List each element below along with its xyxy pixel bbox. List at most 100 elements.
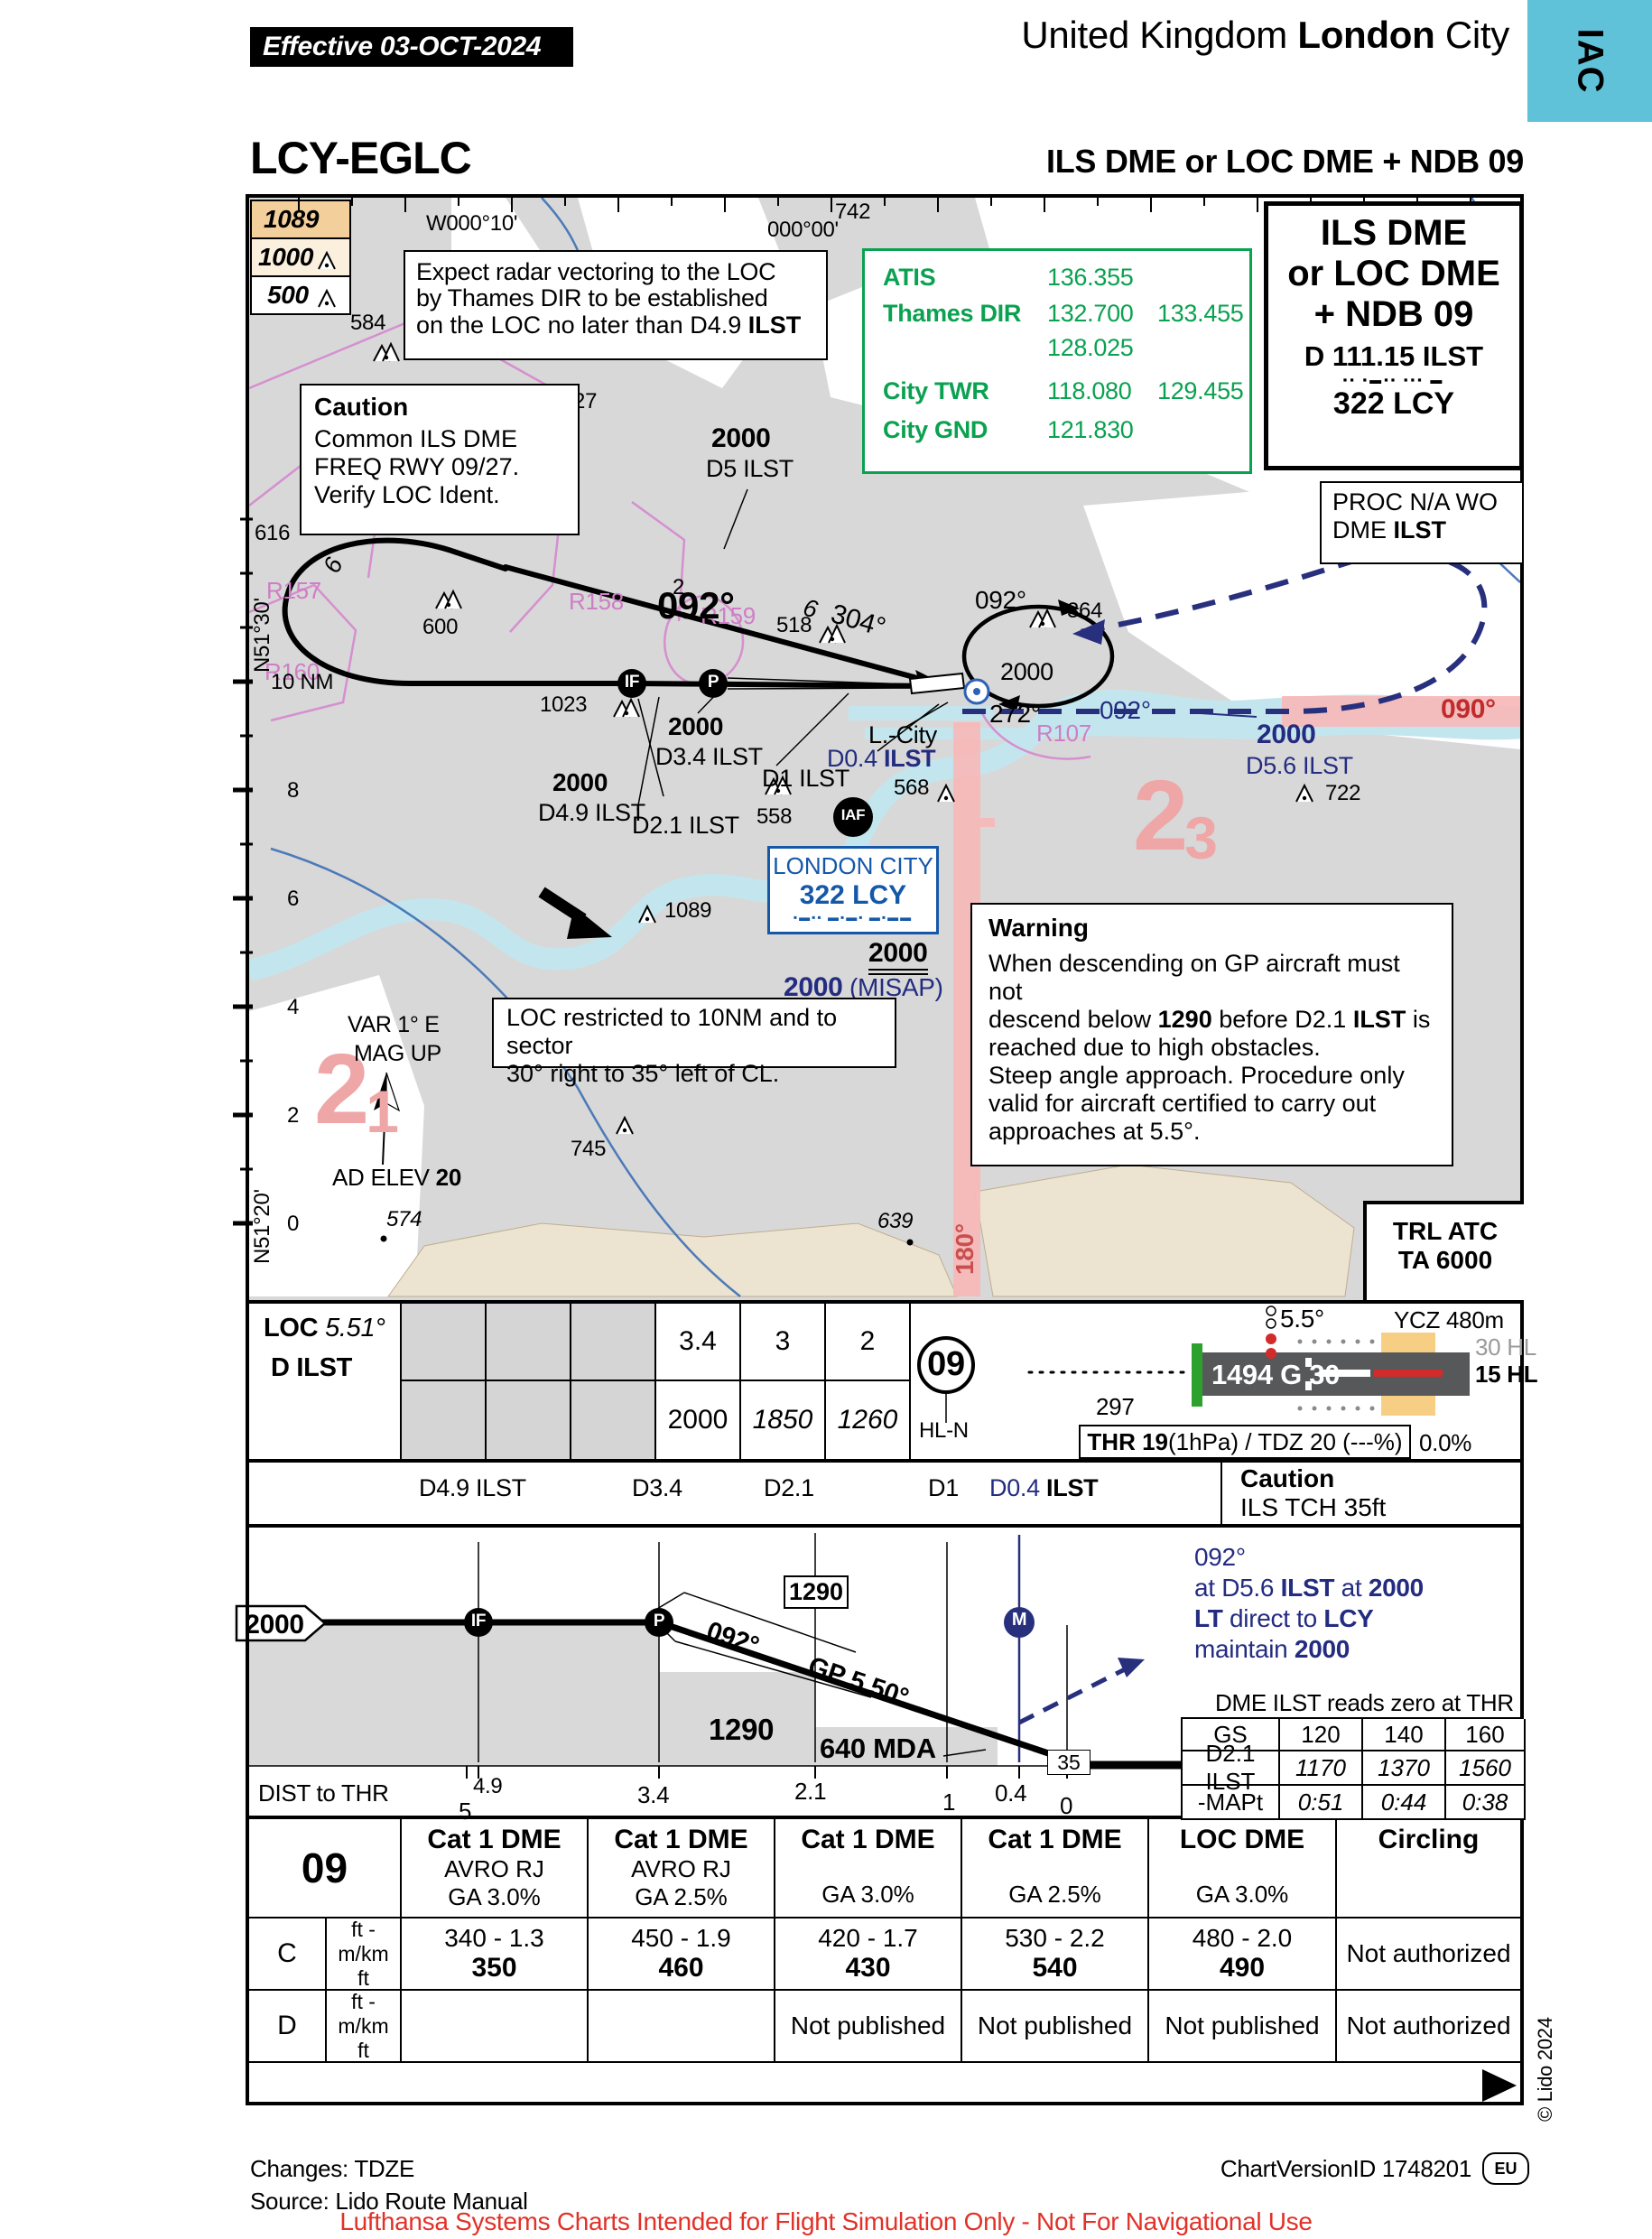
minima-c-unit2: ft	[357, 1965, 369, 1990]
trl-line1: TRL ATC	[1392, 1217, 1499, 1245]
ad-elev-value: 20	[435, 1164, 462, 1191]
dist-to-thr-label: DIST to THR	[258, 1779, 389, 1807]
loc-cell-grey	[402, 1381, 487, 1459]
tdz-value: (1hPa) / TDZ 20 (---%)	[1168, 1427, 1403, 1455]
caution-line2: FREQ RWY 09/27.	[314, 453, 520, 480]
alt-d49: 2000	[552, 768, 608, 796]
ma-n2a: at D5.6	[1194, 1574, 1281, 1603]
dme-gs: GS	[1213, 1720, 1248, 1748]
warning-l2c: before D2.1	[1211, 1006, 1353, 1033]
loc-label: LOC	[264, 1314, 326, 1342]
hl-n-label: HL-N	[919, 1418, 969, 1443]
changes-note: Changes: TDZE	[250, 2155, 415, 2182]
dist-2: 2	[673, 575, 685, 599]
minima-col-cat1-25: Cat 1 DME GA 2.5%	[962, 1819, 1149, 1918]
airspace-r159: R159	[701, 602, 756, 629]
page-forward-icon[interactable]	[1482, 2069, 1517, 2102]
minima-rwy: 09	[301, 1844, 348, 1891]
loc-table-header-cell	[249, 1304, 402, 1459]
spot-558: 558	[756, 804, 793, 829]
city-twr-freq1: 118.080	[1047, 377, 1132, 404]
spot-600: 600	[422, 615, 459, 639]
holding-inbound: 092°	[975, 586, 1026, 614]
dme-mapt-160: 0:38	[1446, 1786, 1526, 1820]
city-gnd-freq: 121.830	[1047, 416, 1134, 443]
dme-d21-120: 1170	[1280, 1751, 1363, 1786]
profile-mda-label: 640 MDA	[820, 1733, 936, 1764]
minima-c3-da: 430	[845, 1953, 891, 1983]
dme-gs-140: 140	[1363, 1719, 1446, 1751]
minima-col5-ga: GA 3.0%	[1195, 1881, 1289, 1908]
ma-n3b: direct to	[1222, 1604, 1324, 1633]
scale-2: 2	[287, 1103, 300, 1128]
vector-arrow-icon	[538, 887, 612, 939]
nav-box-line3: + NDB 09	[1313, 294, 1474, 334]
proc-note-line2: DME ILST	[1332, 516, 1511, 544]
minima-col3-ga: GA 3.0%	[821, 1881, 914, 1908]
scale-4: 4	[287, 995, 300, 1019]
fix-d5: D5 ILST	[706, 455, 794, 482]
minima-col6-title: Circling	[1378, 1825, 1480, 1854]
thames-dir-freq2: 133.455	[1157, 300, 1244, 327]
minima-col3-sub	[775, 1855, 961, 1881]
tch-caution-box: Caution ILS TCH 35ft	[1220, 1463, 1520, 1524]
dfix-strip	[246, 1463, 1524, 1528]
thr-value: THR 19	[1087, 1427, 1168, 1455]
dme-mapt-140: 0:44	[1363, 1786, 1446, 1820]
legend-value-1089: 1089	[264, 205, 320, 233]
warning-line3: reached due to high obstacles.	[988, 1034, 1321, 1061]
dme-mapt-140-v: 0:44	[1380, 1788, 1427, 1816]
airspace-r158: R158	[569, 588, 624, 615]
thames-dir-label: Thames DIR	[883, 300, 1022, 327]
minima-d2	[589, 1991, 775, 2063]
nav-box-line2: or LOC DME	[1287, 254, 1500, 293]
loc-angle: 5.51°	[325, 1314, 385, 1342]
minima-rowC-label: C	[249, 1918, 327, 1991]
misap-alt-value: 2000	[784, 972, 843, 1002]
misap-alt: 2000 (MISAP)	[784, 972, 943, 1002]
ad-elev-text: AD ELEV	[332, 1164, 436, 1191]
ama-grid-21: 21	[314, 1036, 399, 1144]
loc-dist-2: 2	[826, 1304, 911, 1381]
dfix-d21: D2.1	[764, 1474, 814, 1501]
profile-if: IF	[470, 1612, 487, 1630]
dme-mapt-160-v: 0:38	[1462, 1788, 1508, 1816]
hl15-label: 15 HL	[1475, 1361, 1538, 1388]
trl-box: TRL ATC TA 6000	[1363, 1201, 1524, 1300]
minima-rowD-label: D	[249, 1991, 327, 2063]
atis-label: ATIS	[883, 264, 936, 291]
loc-note-line2: 30° right to 35° left of CL.	[506, 1060, 780, 1087]
profile-strip	[246, 1528, 1524, 1819]
loc-dme-label: D ILST	[271, 1353, 353, 1382]
ma-n2c: at	[1334, 1574, 1369, 1603]
holding-outbound: 272°	[989, 700, 1041, 728]
loc-dist-3-value: 3	[775, 1326, 791, 1356]
ma-n3a: LT	[1194, 1604, 1223, 1633]
atis-freq: 136.355	[1047, 264, 1134, 291]
ma-note-line2: at D5.6 ILST at 2000	[1194, 1573, 1424, 1603]
ndb-ident: 322 LCY	[1332, 386, 1455, 421]
tick-3_4: 3.4	[637, 1781, 670, 1808]
tick-0_4: 0.4	[995, 1779, 1027, 1807]
proc-note-ilst: ILST	[1393, 516, 1447, 543]
loc-alt-1260: 1260	[826, 1381, 911, 1459]
ama-grid-23: 23	[1133, 762, 1218, 870]
map-frame	[246, 194, 1524, 1304]
missed-approach-path	[962, 551, 1488, 714]
minima-d4: Not published	[962, 1991, 1149, 2063]
dme-d21-label: D2.1 ILST	[1183, 1740, 1280, 1795]
hl30-label: 30 HL	[1475, 1333, 1536, 1361]
eu-badge: EU	[1482, 2152, 1529, 2185]
warning-box: Warning When descending on GP aircraft m…	[970, 903, 1453, 1166]
spot-742: 742	[835, 200, 871, 224]
ndb-morse: ▪▬▪▪ ▬▪▬▪ ▬▪▬▬	[793, 911, 914, 924]
caution-line3: Verify LOC Ident.	[314, 481, 500, 508]
thr-elev-297: 297	[1096, 1393, 1135, 1420]
minima-d: D	[277, 2011, 297, 2040]
spot-584: 584	[350, 311, 386, 335]
ma-note-line1: 092°	[1194, 1543, 1246, 1571]
